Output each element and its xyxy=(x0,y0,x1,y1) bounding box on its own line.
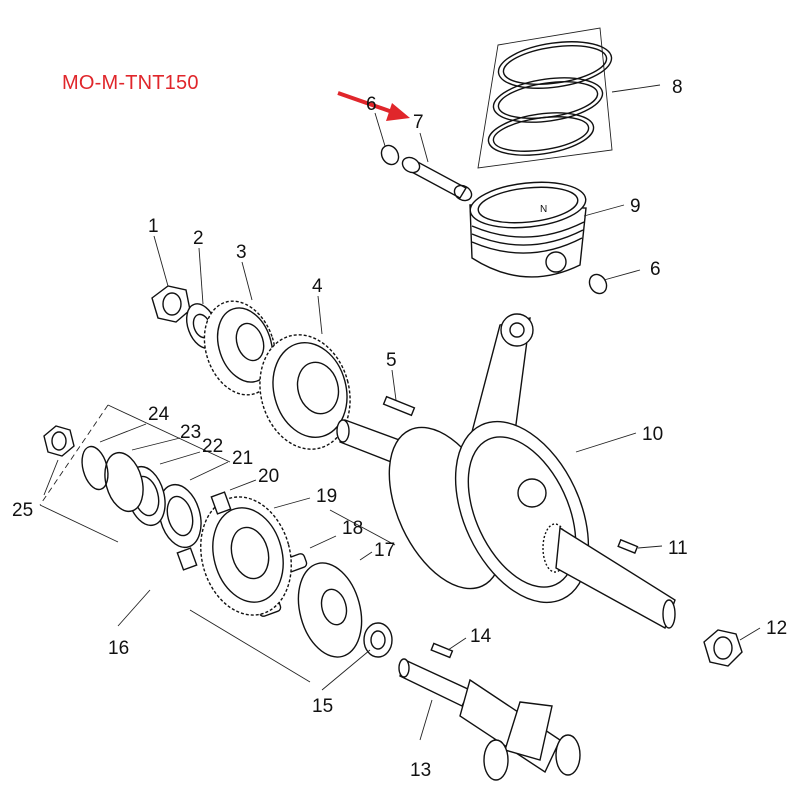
gear-part-4 xyxy=(259,334,351,450)
piston-pin-clip-left xyxy=(380,144,400,166)
piston-rings xyxy=(477,27,613,169)
callout-20: 20 xyxy=(258,466,279,487)
callout-18: 18 xyxy=(342,518,363,539)
crankshaft-assembly xyxy=(336,313,676,630)
woodruff-key-part-5 xyxy=(382,395,416,417)
piston-pin-clip-right xyxy=(588,273,608,295)
piston-pin xyxy=(401,156,473,202)
woodruff-key-part-14 xyxy=(430,642,454,659)
piston: N xyxy=(469,181,587,278)
callout-23: 23 xyxy=(180,422,201,443)
nut-part-25 xyxy=(43,425,75,457)
gear-part-3 xyxy=(203,300,277,396)
callout-labels: 1 2 3 4 5 6 6 7 8 9 10 11 12 13 14 15 16… xyxy=(12,77,787,781)
callout-9: 9 xyxy=(630,196,641,217)
svg-text:N: N xyxy=(540,204,547,215)
washer-part-23 xyxy=(104,451,144,513)
model-code-label: MO-M-TNT150 xyxy=(62,72,199,94)
callout-10: 10 xyxy=(642,424,663,445)
callout-25: 25 xyxy=(12,500,33,521)
callout-15: 15 xyxy=(312,696,333,717)
circlip-part-24 xyxy=(81,445,109,491)
red-pointer-arrow xyxy=(337,91,410,121)
callout-6-lower: 6 xyxy=(650,259,661,280)
woodruff-key-part-11 xyxy=(617,538,639,554)
callout-7: 7 xyxy=(413,112,424,133)
bushing xyxy=(363,622,393,658)
callout-8: 8 xyxy=(672,77,683,98)
balancer-shaft-part-13 xyxy=(398,658,581,781)
group-bracket-16 xyxy=(39,404,231,543)
callout-17: 17 xyxy=(374,540,395,561)
callout-13: 13 xyxy=(410,760,431,781)
callout-3: 3 xyxy=(236,242,247,263)
callout-22: 22 xyxy=(202,436,223,457)
damper-hub-part-17 xyxy=(297,562,363,658)
callout-6-upper: 6 xyxy=(366,94,377,115)
nut-part-1 xyxy=(151,285,191,323)
callout-5: 5 xyxy=(386,350,397,371)
callout-24: 24 xyxy=(148,404,170,425)
callout-11: 11 xyxy=(668,538,688,559)
callout-14: 14 xyxy=(470,626,492,647)
callout-1: 1 xyxy=(148,216,159,237)
leader-lines xyxy=(43,84,761,741)
callout-19: 19 xyxy=(316,486,337,507)
callout-2: 2 xyxy=(193,228,204,249)
group-bracket-15 xyxy=(189,509,396,683)
pin-part-20 xyxy=(176,491,232,571)
callout-12: 12 xyxy=(766,618,787,639)
callout-21: 21 xyxy=(232,448,253,469)
gear-part-19 xyxy=(200,496,292,616)
nut-part-12 xyxy=(703,629,743,667)
callout-4: 4 xyxy=(312,276,323,297)
callout-16: 16 xyxy=(108,638,129,659)
